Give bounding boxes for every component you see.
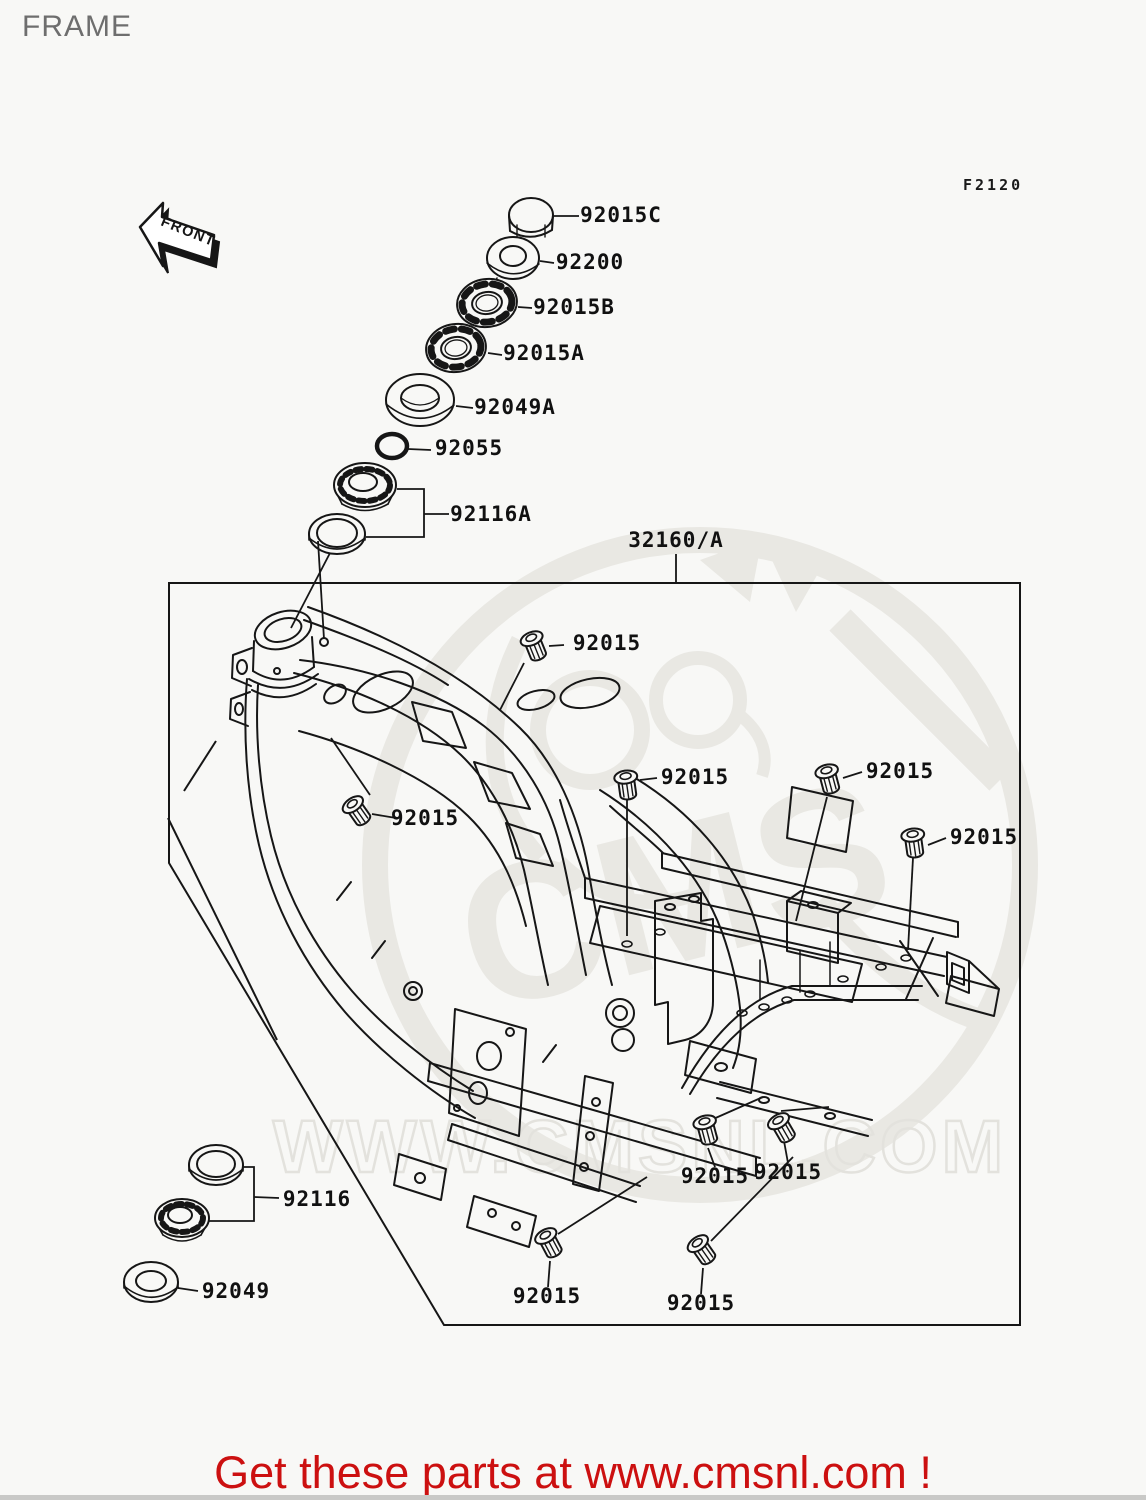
leader-line [795,796,828,922]
down-tube [244,678,557,1119]
leader-line [842,771,863,779]
leader-line [639,777,658,781]
steering-locknut-92015B [454,275,520,331]
lower-cradle [393,981,873,1248]
leader-line [317,540,325,640]
part-number-label-oring: 92055 [435,436,503,460]
leader-line [371,813,397,819]
oring-92055 [374,431,410,461]
steering-locknut-92015A [423,320,489,376]
main-spar [293,606,613,986]
bearing-cone-92116 [154,1198,210,1242]
part-number-label-seal-upper: 92049A [474,395,556,419]
part-number-label-bolt-2: 92015 [391,806,459,830]
leader-line [710,1096,764,1121]
leader-line [253,1196,280,1199]
front-arrow-icon: FRONT [138,201,221,274]
leader-line [290,552,331,629]
part-number-label-bearing-upper: 92116A [450,502,532,526]
leader-line [780,1106,830,1112]
page-title: FRAME [22,10,132,43]
leader-line [455,405,474,409]
leader-line [710,1156,794,1242]
part-number-label-bolt-8: 92015 [513,1284,581,1308]
rear-subframe [559,799,1000,1095]
acorn-nut-92015C [508,197,554,238]
part-number-label-bearing-lower: 92116 [283,1187,351,1211]
part-number-label-bolt-1: 92015 [573,631,641,655]
leader-line [700,1267,704,1295]
leader-line [517,306,533,309]
part-number-label-locknut-upper: 92015B [533,295,615,319]
part-number-label-bolt-5: 92015 [950,825,1018,849]
part-number-label-bolt-3: 92015 [661,765,729,789]
leader-line [548,644,565,647]
assembly-box [167,582,1021,1326]
part-number-label-bolt-9: 92015 [667,1291,735,1315]
leader-line [907,857,914,951]
spar-cutouts [323,670,854,867]
bottom-border-bar [0,1495,1146,1500]
leader-line [547,1260,551,1288]
leader-line [209,1166,255,1222]
leader-line [499,662,525,711]
flange-bolt-glyph [899,826,929,860]
steering-stem-parts [308,197,554,555]
part-number-label-bolt-7: 92015 [754,1160,822,1184]
leader-line [707,1147,716,1168]
part-number-label-seal-lower: 92049 [202,1279,270,1303]
part-number-label-locknut-lower: 92015A [503,341,585,365]
part-number-label-washer: 92200 [556,250,624,274]
leader-line [783,1140,789,1164]
footer-promo-text: Get these parts at www.cmsnl.com ! [214,1447,932,1498]
leader-line [539,260,555,264]
leader-lines [177,215,947,1295]
leader-line [557,1176,648,1235]
leader-line [927,837,947,846]
bearing-cone-92116A [333,462,397,512]
part-labels: 92015C 92200 92015B 92015A 92049A 92055 92116A… [202,203,1018,1315]
bearing-race-92116 [188,1144,244,1186]
fiche-code: F2120 [963,176,1024,194]
frame-artwork [229,606,1000,1248]
seal-92049 [123,1261,179,1303]
part-number-label-acorn-nut: 92015C [580,203,662,227]
leader-line [366,488,425,538]
lower-steering-parts [123,1144,244,1303]
part-number-label-bolt-4: 92015 [866,759,934,783]
leader-line [330,737,371,796]
flange-bolt-glyph [531,1223,568,1263]
part-number-label-bolt-6: 92015 [681,1164,749,1188]
leader-line [407,448,432,451]
watermark-site-text: WWW.CMSNL.COM [273,1105,1007,1188]
bearing-race-92116A [308,513,366,555]
leader-line [487,352,503,356]
flange-bolt-glyph [517,627,552,665]
part-number-label-frame-assy: 32160/A [628,528,724,552]
leader-line [177,1287,199,1292]
seal-92049A [385,373,455,427]
